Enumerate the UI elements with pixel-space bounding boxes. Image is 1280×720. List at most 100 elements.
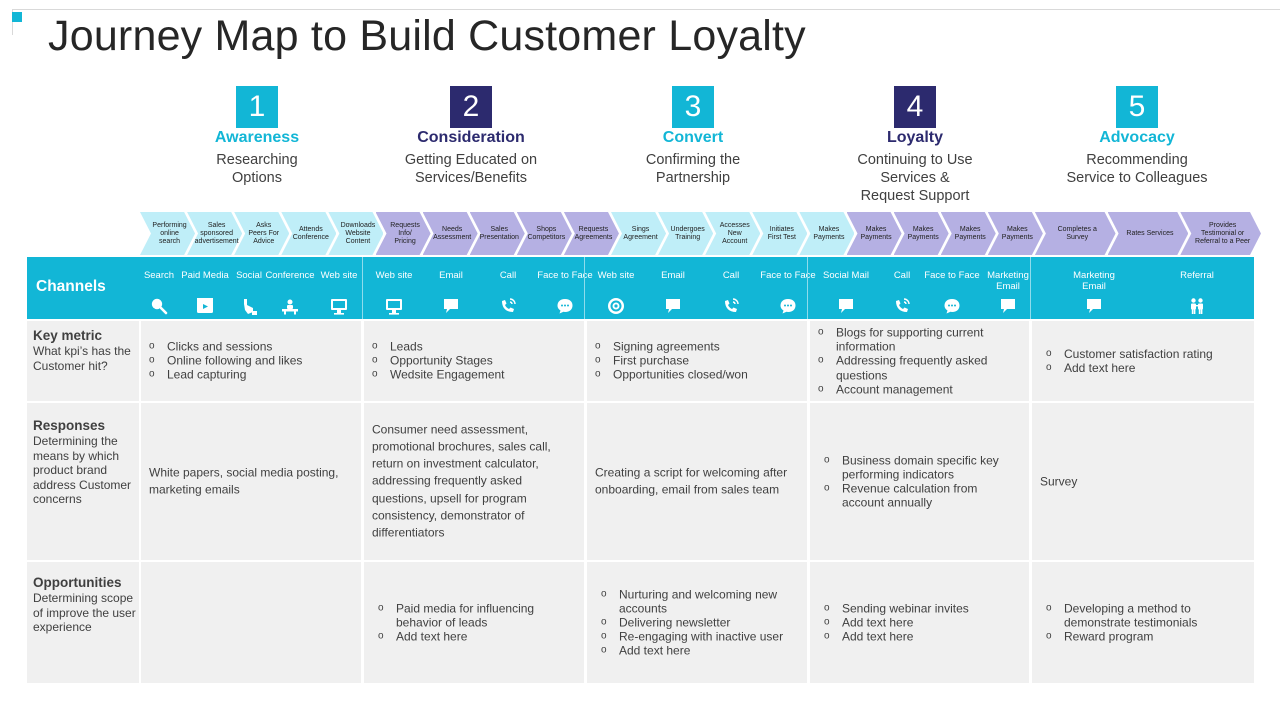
top-rule [12,9,1280,10]
speech-icon [778,296,798,316]
step-label: Attends Conference [292,225,329,241]
stage-name: Convert [662,129,724,146]
step-label: Makes Payments [954,225,986,241]
monitor-icon [384,296,404,316]
channel-label: Conference [265,270,315,281]
hand-icon [239,296,259,316]
channel-label: Social [236,270,262,281]
channel-web-site: Web site [311,270,367,316]
channel-label: Face to Face [760,270,816,281]
channel-label: Marketing Email [987,270,1029,292]
stage-number: 4 [894,86,936,128]
stage-name: Consideration [417,129,525,146]
step-label: Rates Services [1126,229,1174,237]
stage-description-line: Getting Educated on [404,152,538,168]
cell-content: Creating a script for welcoming after on… [595,464,799,499]
bullet-item: Opportunity Stages [372,354,576,368]
step-label: Requests Info/ Pricing [390,221,420,245]
bullet-item: Re-engaging with inactive user [601,630,799,644]
bullet-item: Leads [372,340,576,354]
channel-label: Search [143,270,175,281]
journey-step: Undergoes Training [658,212,713,255]
step-arrow-shape [1108,212,1189,255]
target-icon [606,296,626,316]
journey-step: Completes a Survey [1035,212,1116,255]
stage-description-line: Continuing to Use [857,152,973,168]
phone-icon [721,296,741,316]
channel-face-to-face: Face to Face [760,270,816,316]
channel-label: Call [893,270,911,281]
step-label: Accesses New Account [719,221,750,245]
bullet-item: Developing a method to demonstrate testi… [1046,601,1246,629]
journey-step: Makes Payments [894,212,949,255]
bullet-item: Revenue calculation from account annuall… [824,482,1021,510]
journey-step: Requests Agreements [564,212,619,255]
cell-content: Consumer need assessment, promotional br… [372,421,576,542]
accent-square [12,12,22,22]
bullet-list: Signing agreementsFirst purchaseOpportun… [595,340,799,383]
cell-responses-2: Consumer need assessment, promotional br… [364,403,584,560]
channel-call: Call [703,270,759,316]
bullet-item: Add text here [824,615,1021,629]
bullet-item: Add text here [601,644,799,658]
channel-label: Marketing Email [1073,270,1115,292]
channel-call: Call [874,270,930,316]
channels-bar [27,257,1254,319]
channel-search: Search [131,270,187,316]
journey-step: Downloads Website Content [328,212,383,255]
stage-description-line: Services & [880,170,950,186]
step-label: Needs Assessment [433,225,472,241]
cell-responses-4: Business domain specific key performing … [810,403,1029,560]
bullet-item: Reward program [1046,630,1246,644]
bullet-list: Blogs for supporting current information… [818,325,1021,396]
channel-label: Email [661,270,685,281]
bullet-item: Customer satisfaction rating [1046,347,1246,361]
channel-marketing-email: Marketing Email [980,270,1036,316]
cell-opportunities-1 [141,562,361,683]
cell-content: Business domain specific key performing … [818,453,1021,510]
journey-step: Sales sponsored advertisement [187,212,242,255]
conference-icon [280,296,300,316]
channel-face-to-face: Face to Face [924,270,980,316]
stage-description-line: Researching [216,152,298,168]
journey-step: Shops Competitors [517,212,572,255]
stage-number: 5 [1116,86,1158,128]
channel-label: Face to Face [924,270,980,281]
step-label: Provides Testimonial or Referral to a Pe… [1195,221,1251,245]
cell-key-metric-5: Customer satisfaction ratingAdd text her… [1032,321,1254,401]
stage-description-line: Service to Colleagues [1066,170,1208,186]
channel-label: Social Mail [823,270,869,281]
cell-content: Nurturing and welcoming new accountsDeli… [595,587,799,658]
cell-content: Blogs for supporting current information… [818,325,1021,396]
channel-marketing-email: Marketing Email [1066,270,1122,316]
people-icon [1187,296,1207,316]
cell-key-metric-3: Signing agreementsFirst purchaseOpportun… [587,321,807,401]
journey-step: Attends Conference [281,212,336,255]
cell-content: Survey [1040,473,1246,490]
bullet-item: Paid media for influencing behavior of l… [378,601,576,629]
chat-icon [663,296,683,316]
channel-email: Email [423,270,479,316]
channel-column-divider [584,257,585,319]
channel-paid-media: Paid Media [177,270,233,316]
cell-content: Sending webinar invitesAdd text hereAdd … [818,601,1021,644]
cell-key-metric-4: Blogs for supporting current information… [810,321,1029,401]
bullet-item: Lead capturing [149,368,353,382]
bullet-list: Sending webinar invitesAdd text hereAdd … [818,601,1021,644]
cell-content: Customer satisfaction ratingAdd text her… [1040,347,1246,376]
channel-email: Email [645,270,701,316]
chat-icon [998,296,1018,316]
channel-social-mail: Social Mail [818,270,874,316]
journey-step: Asks Peers For Advice [234,212,289,255]
cell-responses-1: White papers, social media posting, mark… [141,403,361,560]
cell-key-metric-1: Clicks and sessionsOnline following and … [141,321,361,401]
channel-label: Call [722,270,740,281]
row-title: Key metric [33,328,103,343]
